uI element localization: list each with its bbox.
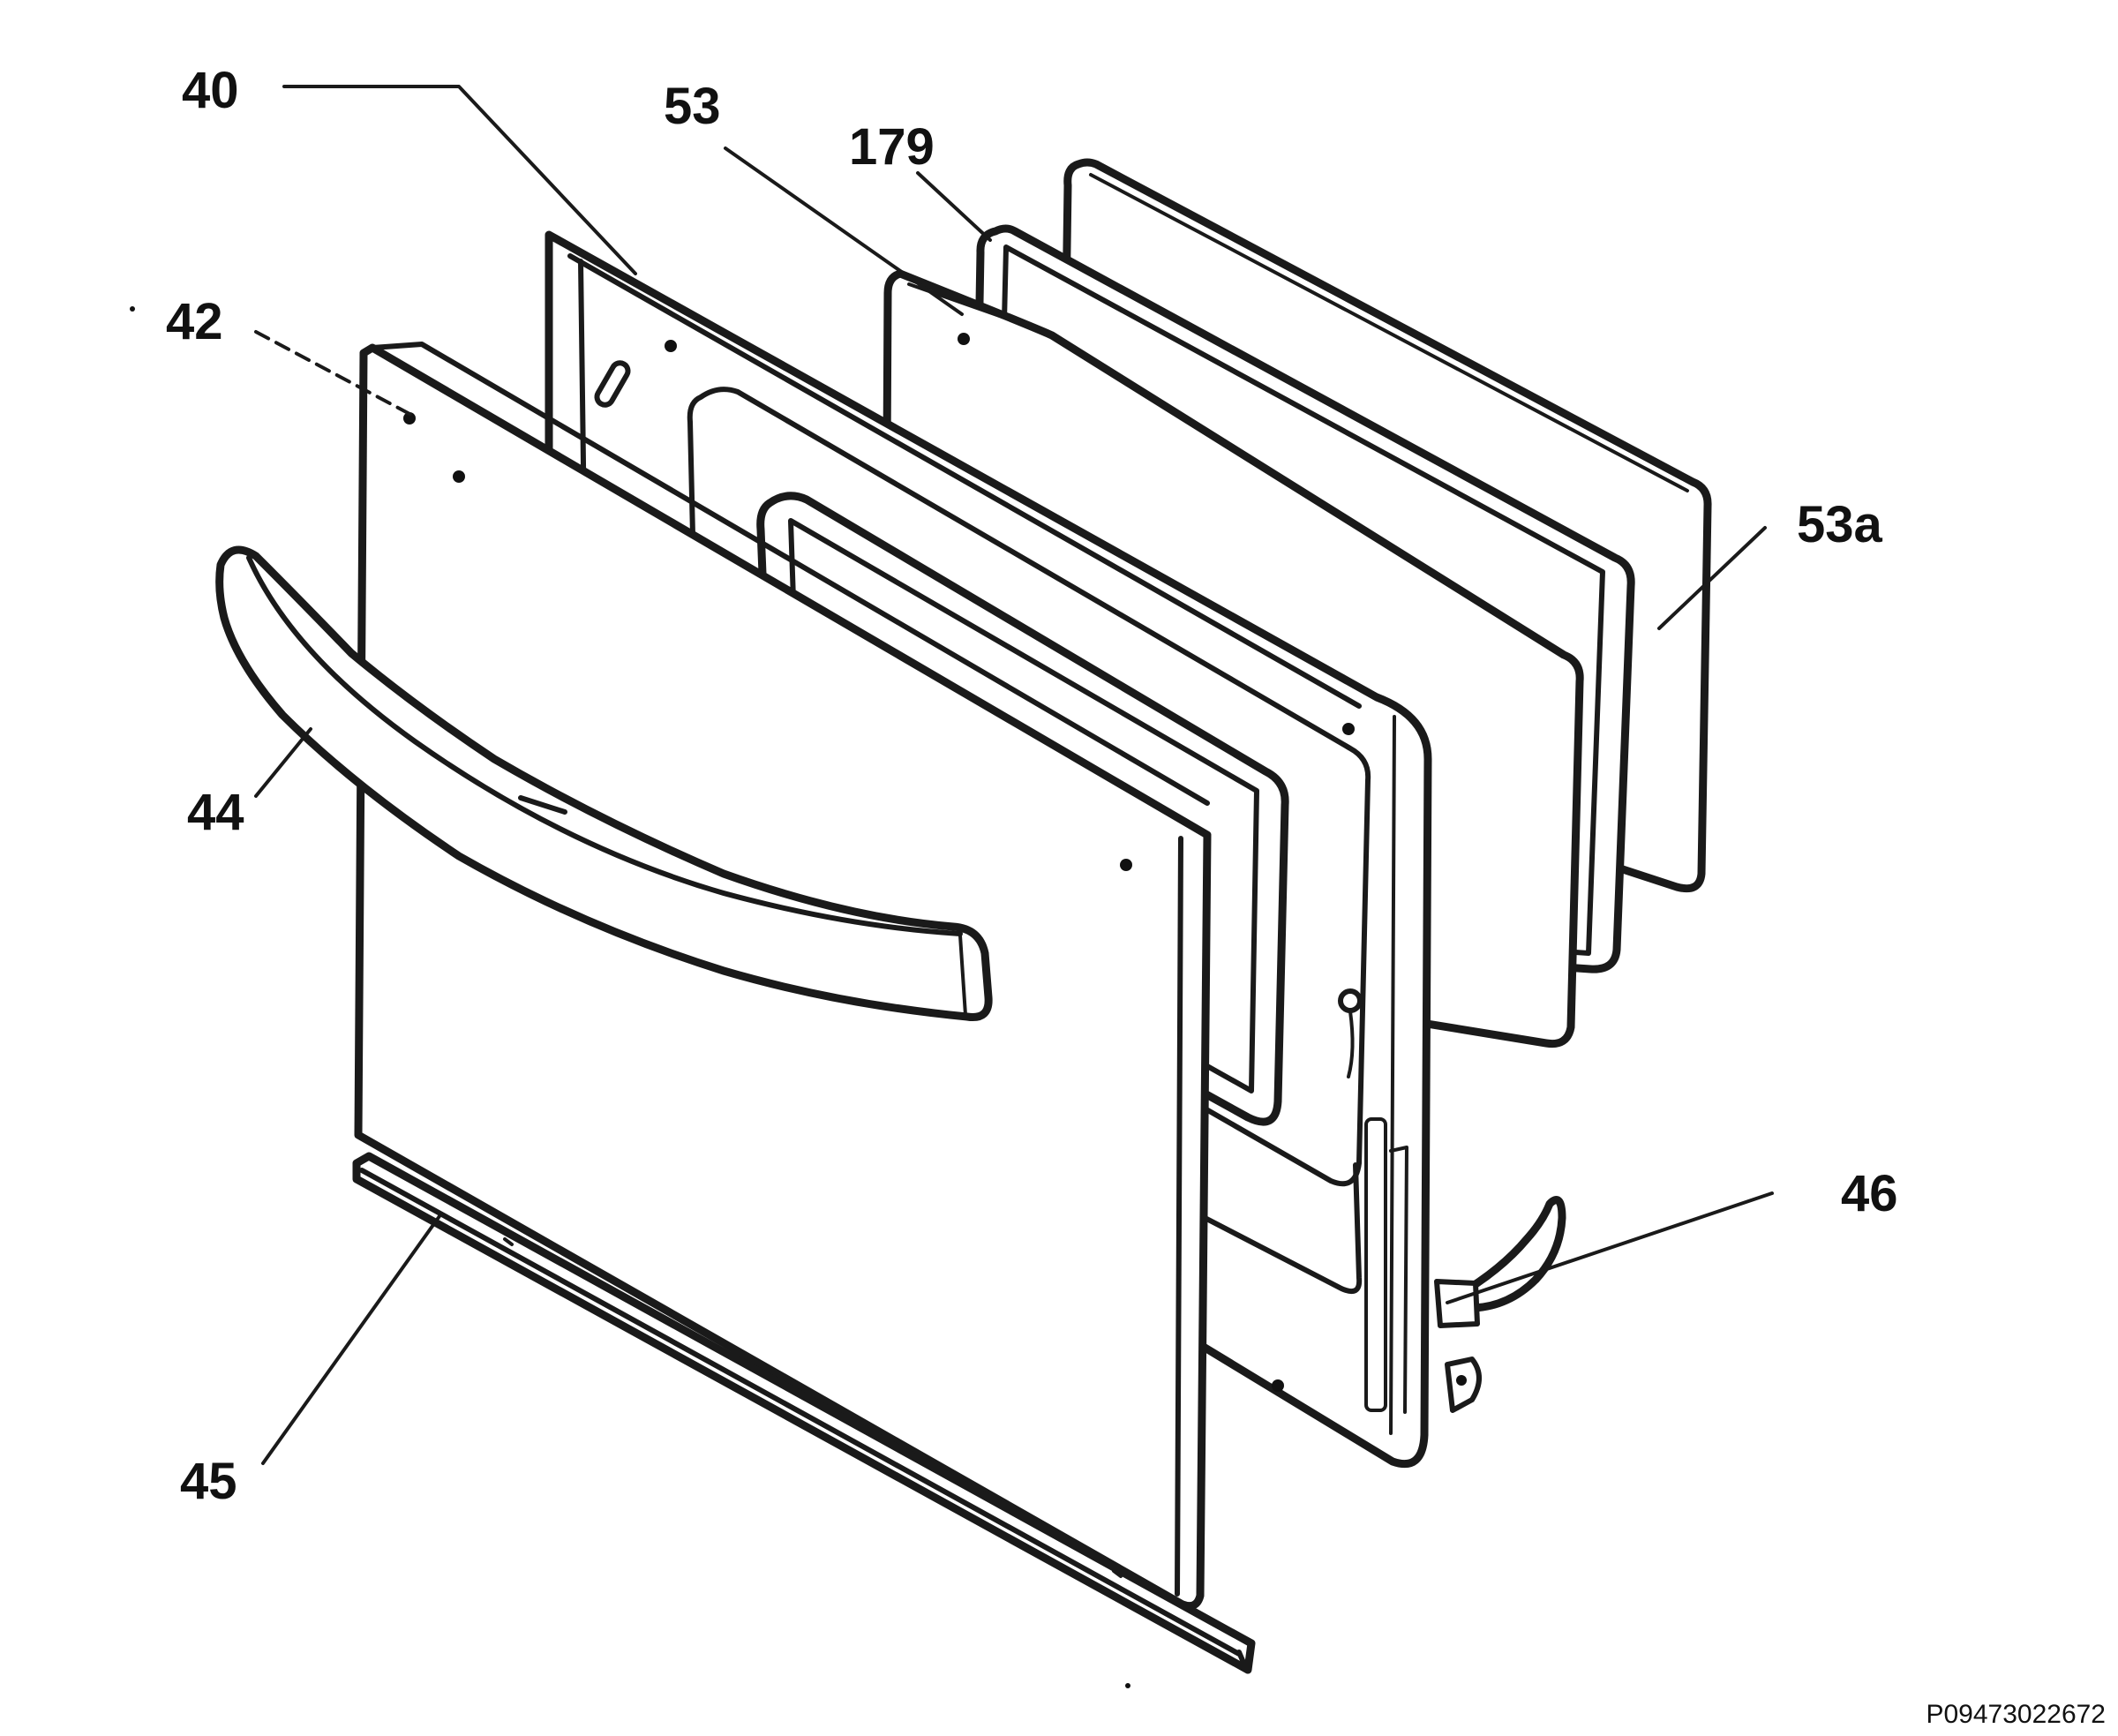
- door-handle-44: [215, 545, 993, 1022]
- leader-46: [1446, 1191, 1774, 1304]
- leader-45: [261, 1214, 441, 1465]
- label-53a: 53a: [1797, 496, 1883, 553]
- bottom-trim-45: [352, 1152, 1256, 1674]
- hinge-46: [1434, 1196, 1566, 1413]
- label-45: 45: [180, 1453, 237, 1510]
- label-53: 53: [664, 78, 721, 135]
- leader-53: [724, 147, 964, 316]
- label-46: 46: [1841, 1165, 1898, 1222]
- leader-lines: [254, 85, 1774, 1465]
- leader-179: [916, 171, 992, 242]
- drawing-code: P09473022672: [1926, 1700, 2106, 1729]
- label-44: 44: [187, 784, 244, 841]
- label-42: 42: [166, 293, 223, 350]
- leader-44: [254, 727, 312, 798]
- label-40: 40: [182, 62, 239, 119]
- leader-42: [254, 330, 413, 417]
- leader-53a: [1657, 526, 1767, 630]
- leader-40: [282, 85, 637, 275]
- label-179: 179: [849, 118, 935, 176]
